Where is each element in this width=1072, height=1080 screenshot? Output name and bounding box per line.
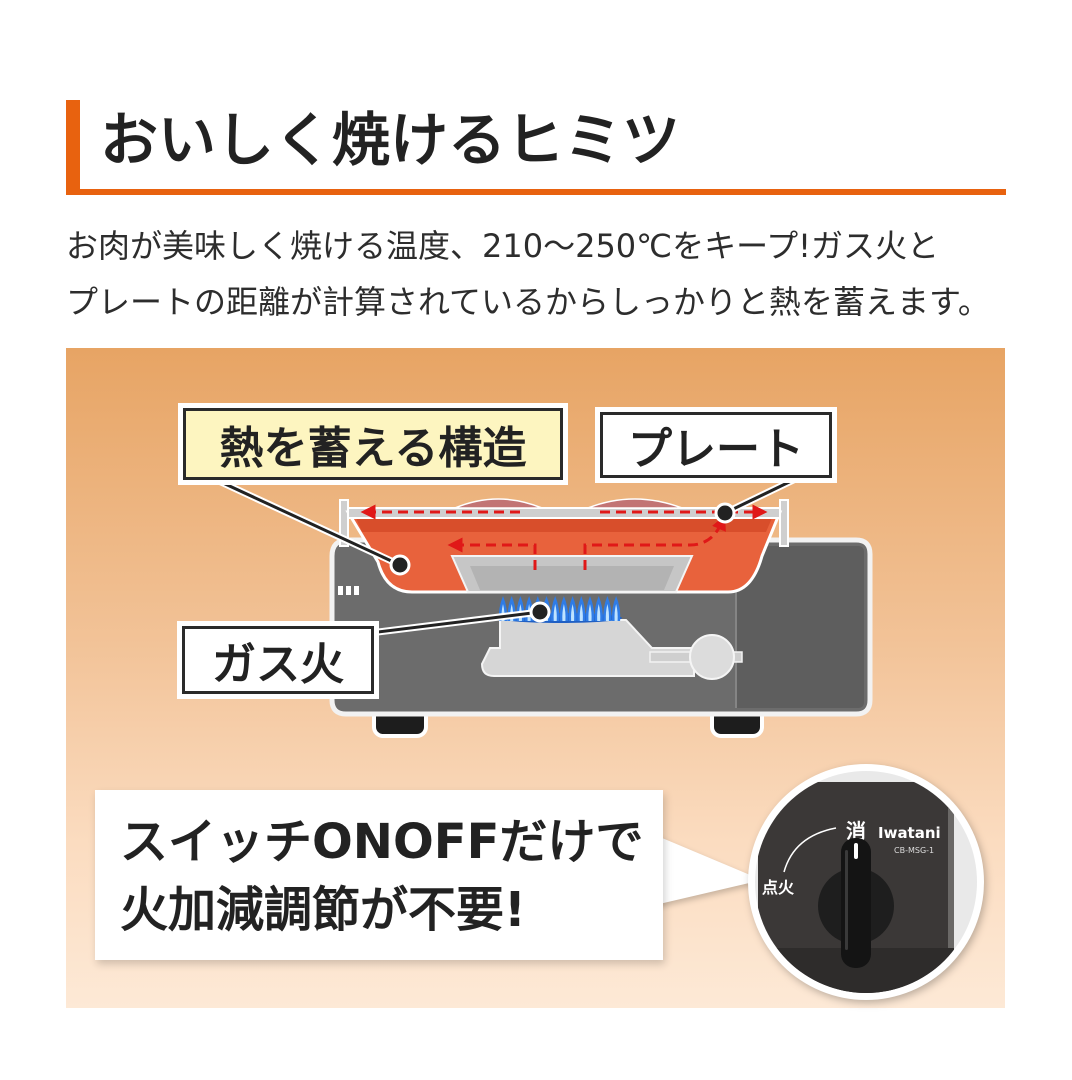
gas-valve [689,634,735,680]
flame-core [614,604,618,621]
meat-left [454,498,543,509]
leader-line-plate [724,470,811,515]
heat-arrow [583,515,726,570]
label-heat-structure: 熱を蓄える構造 [183,408,563,480]
leader-dot-gas-flame [529,601,551,623]
callout-line-1: スイッチONOFFだけで [120,814,644,870]
control-panel [736,546,864,708]
vent-slot [338,586,343,595]
plate-rim [347,507,781,519]
callout-line-2: 火加減調節が不要! [120,882,526,938]
flame-core [579,604,583,621]
left-plate-support [339,499,349,547]
leader-dot-heat-structure [389,554,411,576]
knob-indicator [854,843,858,859]
title-accent-bar [66,100,80,195]
knob-handle [841,838,871,968]
title-underline [66,189,1006,195]
brand-logo-text: Iwatani [878,824,941,842]
label-plate: プレート [600,412,832,478]
vent-slot [346,586,351,595]
grill-device [329,498,873,738]
plate-top-band [356,518,772,532]
vent-slot [354,586,359,595]
model-number: CB-MSG-1 [894,846,934,855]
description-line-2: プレートの距離が計算されているからしっかりと熱を蓄えます。 [66,283,990,321]
page-title: おいしく焼けるヒミツ [100,106,681,174]
flame-core [553,604,557,621]
flame-core [597,604,601,621]
label-gas-flame: ガス火 [182,626,374,694]
flame-core [562,604,566,621]
ignite-label: 点火 [762,878,795,897]
ignite-arc [783,827,837,873]
leader-dot-plate [714,502,736,524]
heat-arrow [447,537,537,570]
description-line-1: お肉が美味しく焼ける温度、210〜250℃をキープ!ガス火と [66,227,940,265]
flame-core [571,604,575,621]
off-label: 消 [846,819,866,843]
knob-handle-highlight [845,850,848,950]
knob-inset: 消 Iwatani CB-MSG-1 点火 [748,764,984,1000]
leader-line-heat-structure [194,468,401,567]
reflector-pan-inner [470,566,674,590]
meat-right [587,498,683,509]
callout-pointer [655,835,762,905]
flame-core [605,604,609,621]
leader-lines [193,466,812,637]
flame-core [588,604,592,621]
callout-box: スイッチONOFFだけで 火加減調節が不要! [95,790,663,960]
leader-line-gas-flame [369,610,541,635]
panel-edge-highlight [948,782,954,993]
right-plate-support [779,499,789,547]
